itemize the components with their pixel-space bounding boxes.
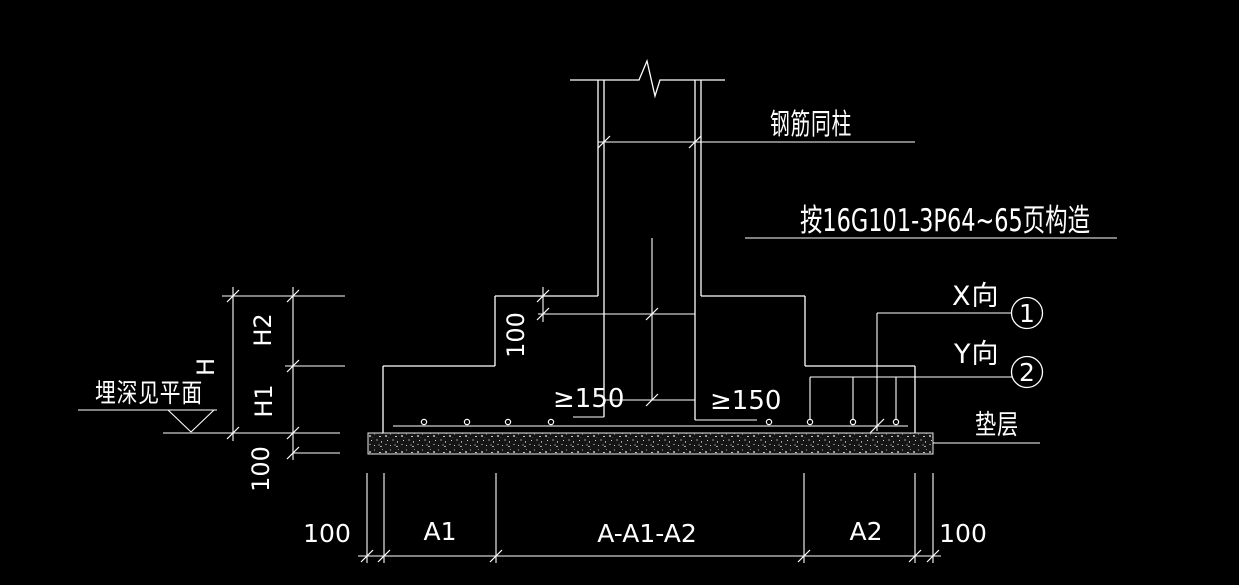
footing-outline: [382, 295, 916, 433]
min-length-left-label: ≥150: [553, 384, 624, 414]
embedment-100-label: 100: [502, 312, 530, 358]
dim-bottom-A-A1-A2: A-A1-A2: [597, 519, 697, 548]
left-dimension-extension-lines: [163, 295, 345, 454]
dim-bottom-100-left: 100: [303, 519, 351, 548]
column-break-line: [570, 58, 725, 99]
bottom-dimension-line: [358, 549, 941, 563]
bedding-label: 垫层: [975, 410, 1019, 441]
dim-H1-label: H1: [250, 384, 278, 417]
callout-circle-2: [1010, 355, 1044, 389]
step-height-dimension: [286, 287, 300, 460]
total-height-dimension: [226, 287, 240, 441]
rebar-same-as-column-leader: [597, 135, 915, 149]
bedding-layer-hatch: [367, 432, 934, 455]
dim-bedding-100-label: 100: [247, 446, 275, 492]
dim-bottom-100-right: 100: [939, 519, 987, 548]
embedment-100-dimension: [536, 287, 550, 322]
dim-H-label: H: [192, 358, 220, 376]
dim-bottom-A1: A1: [423, 517, 456, 546]
callout-2-number: 2: [1019, 358, 1035, 387]
x-direction-label: X向: [952, 281, 1000, 312]
standard-reference-leader: [645, 237, 1117, 407]
min-length-right-label: ≥150: [710, 386, 781, 416]
dim-H2-label: H2: [249, 313, 277, 346]
dim-bottom-A2: A2: [849, 517, 882, 546]
callout-1-number: 1: [1019, 299, 1035, 328]
y-direction-label: Y向: [953, 339, 1000, 370]
rebar-same-as-column-label: 钢筋同柱: [770, 107, 852, 141]
bottom-rebar: [393, 418, 908, 427]
x-direction-leader: [869, 312, 1011, 434]
level-symbol: [78, 409, 217, 433]
bottom-dimension-extension-lines: [366, 473, 934, 563]
burial-depth-note: 埋深见平面: [95, 379, 203, 409]
callout-circle-1: [1010, 296, 1044, 330]
y-direction-leader: [809, 376, 1013, 419]
column-outline-and-rebar: [597, 80, 702, 420]
column-embedment-lines: [538, 313, 695, 401]
standard-reference-label: 按16G101-3P64~65页构造: [800, 203, 1090, 239]
